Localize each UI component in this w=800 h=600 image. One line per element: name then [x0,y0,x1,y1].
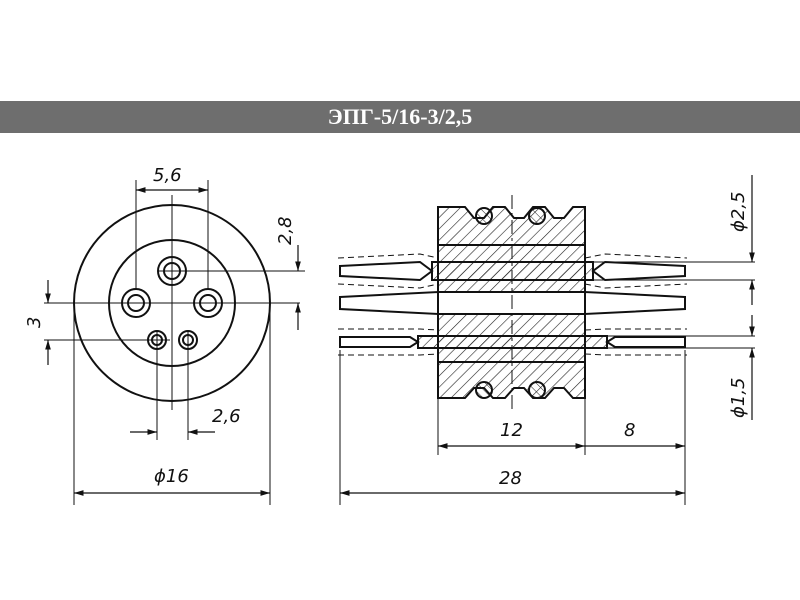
dim-pin-diameter: ϕ2,5 [728,192,749,233]
dim-body-length: 12 [500,420,523,441]
oring-top-left [475,207,493,225]
title-band [0,101,800,133]
dim-offset-top: 2,8 [275,216,296,245]
dim-small-spacing: 2,6 [212,406,241,427]
oring-top-right [528,207,546,225]
part-title: ЭПГ-5/16-3/2,5 [327,104,473,129]
side-section-view [337,195,688,410]
wire-outlines [337,253,688,356]
dim-pin-length: 8 [624,420,635,441]
front-centerlines [44,180,305,505]
side-dimension-lines [340,175,755,496]
dim-total-length: 28 [499,468,522,489]
pin-lower [339,335,686,349]
dim-pin-spacing: 5,6 [153,165,182,186]
dim-small-pin-diameter: ϕ1,5 [728,378,749,419]
dim-diameter: ϕ16 [154,466,189,487]
oring-bottom-left [475,381,493,399]
oring-bottom-right [528,381,546,399]
dim-offset-left: 3 [24,317,45,328]
front-dimension-lines [45,187,301,496]
side-extension-lines [339,261,755,505]
